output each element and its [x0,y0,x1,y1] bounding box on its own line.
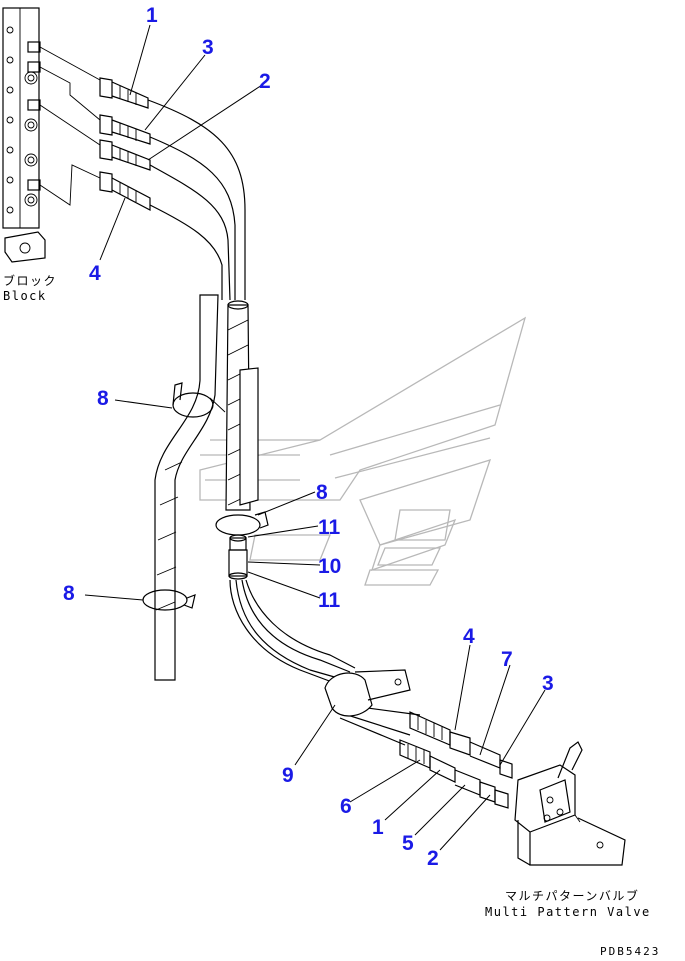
callout-11-upper: 11 [318,516,341,539]
captions: ブロック Block マルチパターンバルブ Multi Pattern Valv… [3,273,660,958]
block-label-en: Block [3,289,47,303]
callout-8-middle: 8 [316,481,328,504]
clamp-large [324,669,411,717]
callout-10: 10 [318,555,341,578]
callout-4-left: 4 [89,262,101,285]
callout-3-right: 3 [542,672,554,695]
callout-2-top: 2 [259,70,271,93]
drawing-code: PDB5423 [600,945,660,958]
upper-hose-fittings [99,77,151,211]
clamp-upper [172,382,226,418]
callout-1-bottom: 1 [372,816,384,839]
callout-8-upper: 8 [97,387,109,410]
callout-3-top: 3 [202,36,214,59]
valve-label-en: Multi Pattern Valve [485,905,651,919]
callout-6: 6 [340,795,352,818]
multi-pattern-valve [514,741,626,866]
valve-label-jp: マルチパターンバルブ [505,888,639,903]
callout-11-lower: 11 [318,589,341,612]
callout-5: 5 [402,832,414,855]
callout-numbers: 1 3 2 4 8 8 11 10 11 8 4 7 3 9 6 1 5 2 [63,4,554,870]
clamp-middle [215,511,269,536]
leader-lines [84,24,546,851]
block-assembly [2,7,101,263]
lower-hose-fittings [399,711,513,809]
block-label-jp: ブロック [3,273,57,288]
watermark-logo [199,316,527,586]
spiral-wrap [225,300,259,511]
callout-2-bottom: 2 [427,847,439,870]
hose-bundle-upper [147,99,246,301]
callout-8-lower: 8 [63,582,75,605]
side-pipe [154,294,219,681]
callout-7: 7 [501,648,513,671]
callout-1-top: 1 [146,4,158,27]
joint-assembly [228,534,248,580]
callout-9: 9 [282,764,294,787]
callout-4-right: 4 [463,625,475,648]
